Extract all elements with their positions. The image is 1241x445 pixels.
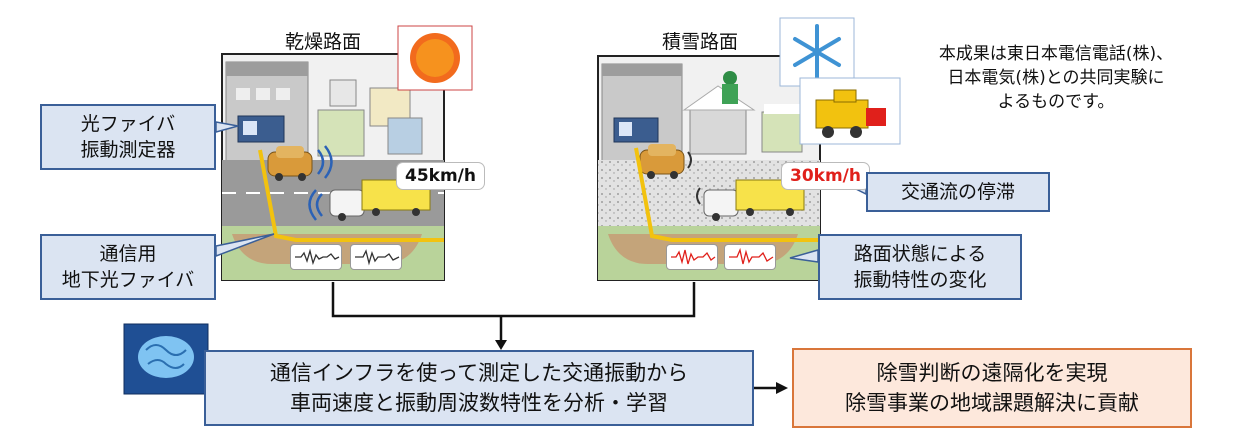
vibration-label-box: 路面状態による 振動特性の変化 bbox=[818, 234, 1022, 300]
sensor-label-line-2: 振動測定器 bbox=[80, 139, 176, 161]
analysis-line-1: 通信インフラを使って測定した交通振動から bbox=[269, 361, 689, 385]
sun-icon bbox=[397, 25, 473, 91]
result-line-1: 除雪判断の遠隔化を実現 bbox=[876, 361, 1108, 385]
credit-line-1: 本成果は東日本電信電話(株)、 bbox=[938, 44, 1174, 64]
snow-fiber-line bbox=[634, 147, 820, 242]
fiber-label-line-2: 地下光ファイバ bbox=[61, 269, 195, 291]
brain-icon bbox=[123, 323, 209, 395]
sensor-callout-pointer bbox=[215, 121, 239, 133]
snow-speed-badge: 30km/h bbox=[782, 163, 869, 189]
dry-waveform-1 bbox=[290, 244, 342, 270]
fiber-label-box: 通信用 地下光ファイバ bbox=[40, 234, 216, 300]
credit-note: 本成果は東日本電信電話(株)、 日本電気(株)との共同実験に よるものです。 bbox=[906, 42, 1206, 114]
vibration-label-line-2: 振動特性の変化 bbox=[853, 269, 987, 291]
snowplow-icon bbox=[799, 77, 901, 145]
dry-speed-badge: 45km/h bbox=[397, 163, 484, 189]
result-box: 除雪判断の遠隔化を実現 除雪事業の地域課題解決に貢献 bbox=[792, 348, 1192, 428]
credit-line-3: よるものです。 bbox=[997, 92, 1115, 112]
right-arrow-head bbox=[776, 382, 788, 394]
sensor-label-line-1: 光ファイバ bbox=[80, 113, 176, 135]
fiber-label-line-1: 通信用 bbox=[99, 243, 157, 265]
analysis-line-2: 車両速度と振動周波数特性を分析・学習 bbox=[290, 391, 668, 415]
sensor-label-box: 光ファイバ 振動測定器 bbox=[40, 104, 216, 170]
snow-waveform-1 bbox=[666, 244, 718, 270]
traffic-label: 交通流の停滞 bbox=[900, 181, 1015, 203]
connector-lines bbox=[331, 282, 776, 390]
dry-fiber-line bbox=[258, 149, 444, 242]
credit-line-2: 日本電気(株)との共同実験に bbox=[947, 68, 1165, 88]
fiber-callout-pointer bbox=[215, 233, 275, 258]
snowflake-icon bbox=[779, 17, 855, 87]
traffic-label-box: 交通流の停滞 bbox=[866, 172, 1050, 212]
down-arrow-head bbox=[495, 340, 507, 350]
result-line-2: 除雪事業の地域課題解決に貢献 bbox=[845, 391, 1139, 415]
snowy-road-title: 積雪路面 bbox=[662, 31, 739, 53]
snow-waveform-2 bbox=[724, 244, 776, 270]
dry-road-title: 乾燥路面 bbox=[285, 31, 362, 53]
vibration-label-line-1: 路面状態による bbox=[853, 243, 987, 265]
dry-road-scene bbox=[221, 53, 445, 281]
dry-waveform-2 bbox=[350, 244, 402, 270]
analysis-box: 通信インフラを使って測定した交通振動から 車両速度と振動周波数特性を分析・学習 bbox=[204, 350, 754, 426]
